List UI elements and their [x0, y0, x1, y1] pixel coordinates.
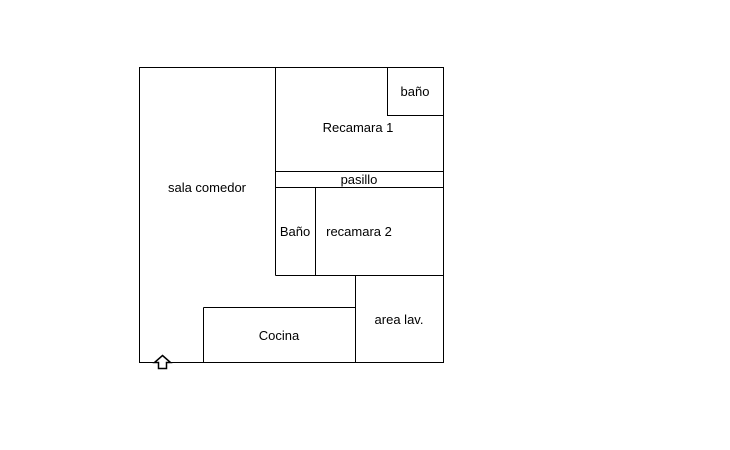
room-label-recamara-1: Recamara 1 — [323, 120, 394, 135]
room-label-sala-comedor: sala comedor — [168, 180, 247, 195]
up-arrow-icon — [152, 354, 173, 370]
wall-bano-recamara-1 — [387, 67, 444, 116]
outer-wall — [139, 67, 444, 363]
room-label-recamara-2: recamara 2 — [326, 224, 392, 239]
room-label-cocina: Cocina — [259, 328, 300, 343]
room-label-bano-recamara-1: baño — [401, 84, 430, 99]
room-label-pasillo: pasillo — [341, 172, 378, 187]
room-label-area-lav: area lav. — [375, 312, 424, 327]
room-label-bano: Baño — [280, 224, 310, 239]
